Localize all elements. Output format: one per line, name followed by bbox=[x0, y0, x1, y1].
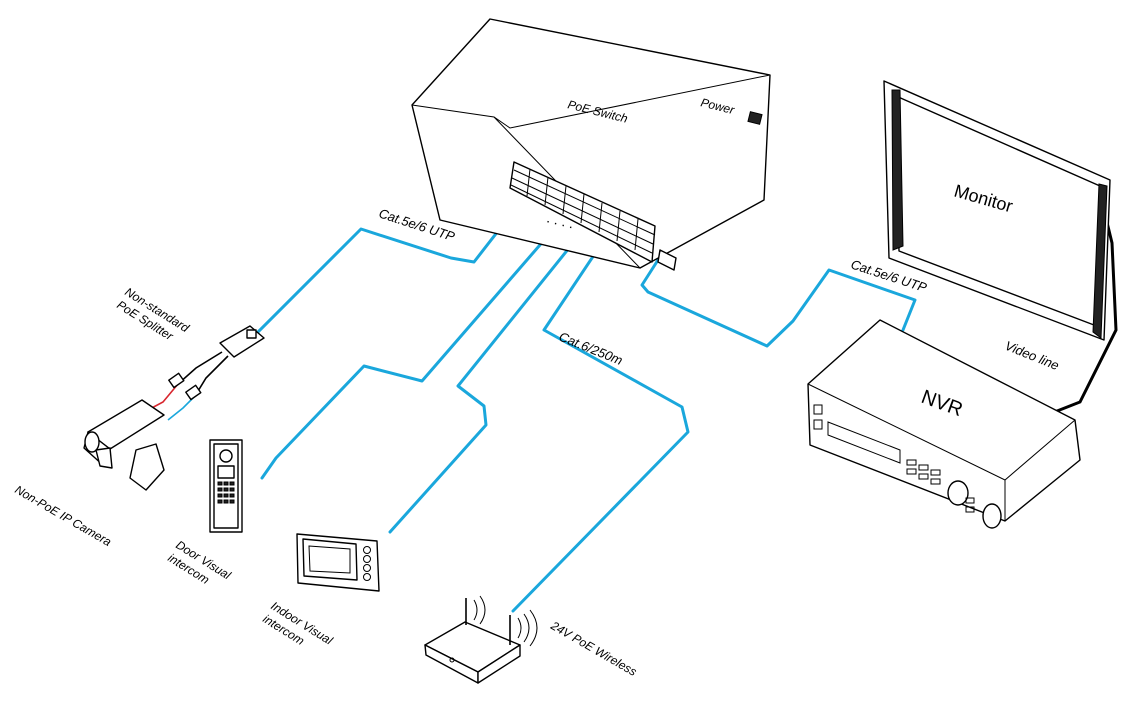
cable-switch-to-indoor-intercom bbox=[388, 220, 592, 534]
power-plug-icon bbox=[747, 111, 763, 125]
nvr-icon: NVR bbox=[807, 319, 1081, 529]
cable-switch-to-wireless bbox=[511, 229, 690, 613]
ip-camera-icon: Non-PoE IP Camera bbox=[13, 399, 165, 549]
cable-label-wireless: Cat.6/250m bbox=[557, 329, 625, 368]
monitor-icon: Monitor bbox=[883, 80, 1111, 341]
poe-splitter-icon: Non-standard PoE Splitter bbox=[114, 285, 265, 401]
camera-label: Non-PoE IP Camera bbox=[13, 482, 115, 549]
poe-switch-icon: PoE Switch Power bbox=[411, 18, 771, 271]
port-dots: . . . . bbox=[545, 209, 575, 231]
switch-ports bbox=[510, 168, 656, 254]
wireless-ap-icon: 24V PoE Wireless bbox=[424, 595, 640, 684]
indoor-intercom-icon: Indoor Visual intercom bbox=[260, 533, 380, 648]
cable-switch-to-door-intercom bbox=[260, 206, 574, 480]
cable-switch-to-splitter bbox=[250, 193, 528, 340]
cable-label-video: Video line bbox=[1003, 338, 1061, 373]
cables bbox=[147, 120, 1118, 613]
video-line-cable bbox=[1051, 209, 1118, 415]
wireless-label: 24V PoE Wireless bbox=[548, 618, 640, 679]
door-intercom-icon: Door Visual intercom bbox=[165, 439, 243, 587]
cable-switch-to-nvr bbox=[640, 258, 917, 348]
